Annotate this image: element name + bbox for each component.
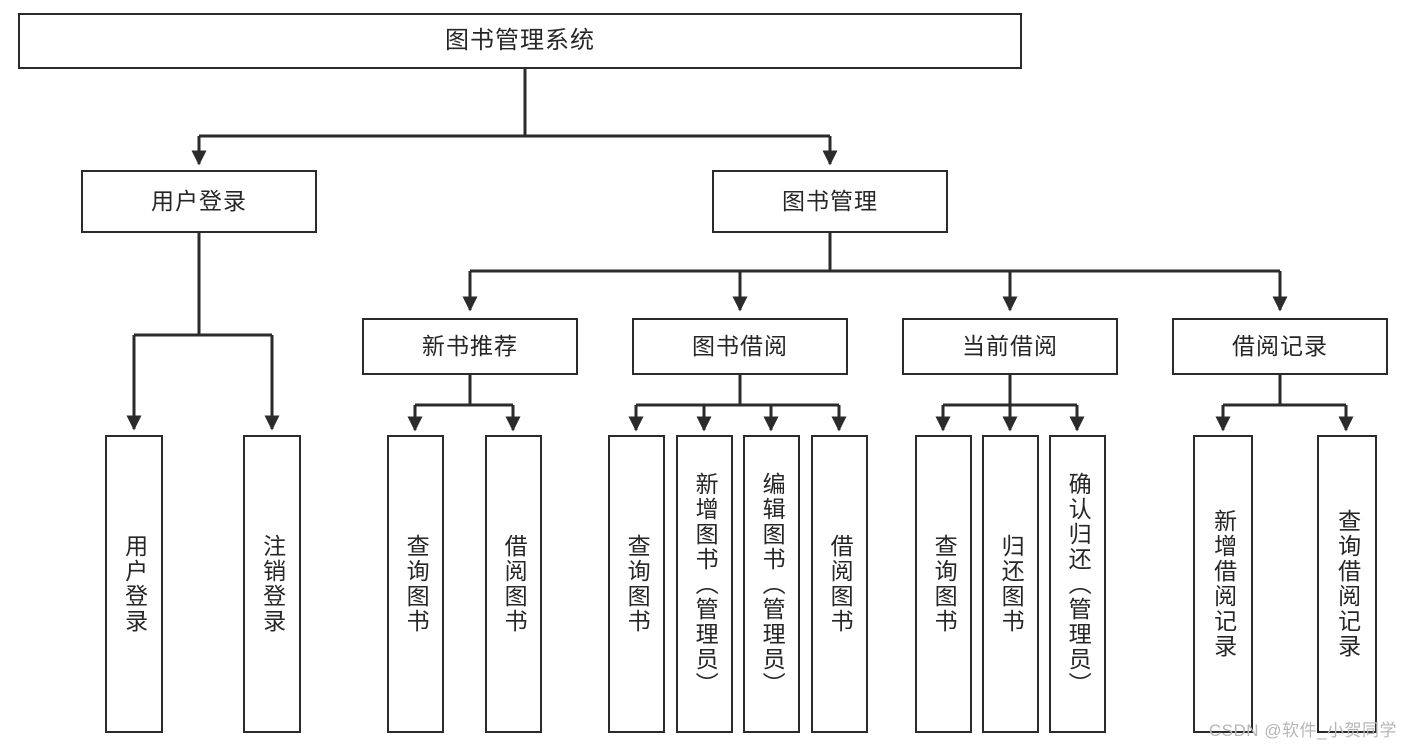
node-leaf-edit-book-admin[interactable]: 编辑图书（管理员） — [743, 435, 800, 733]
node-leaf-query-book-current[interactable]: 查询图书 — [915, 435, 972, 733]
node-label: 查询图书 — [624, 534, 651, 634]
node-book-borrow[interactable]: 图书借阅 — [632, 318, 848, 375]
node-label: 借阅记录 — [1232, 332, 1328, 359]
node-label: 查询图书 — [403, 534, 430, 634]
connector-bookborrow-to-leaves — [628, 375, 847, 432]
node-borrow-record[interactable]: 借阅记录 — [1172, 318, 1388, 375]
node-leaf-query-borrow-record[interactable]: 查询借阅记录 — [1317, 435, 1377, 733]
node-label: 图书管理系统 — [445, 26, 595, 54]
connector-root-to-level2 — [191, 69, 838, 166]
node-leaf-borrow-book-recommend[interactable]: 借阅图书 — [485, 435, 542, 733]
node-root-book-management-system[interactable]: 图书管理系统 — [18, 13, 1022, 69]
node-leaf-add-book-admin[interactable]: 新增图书（管理员） — [676, 435, 733, 733]
node-leaf-confirm-return-admin[interactable]: 确认归还（管理员） — [1049, 435, 1106, 733]
node-label: 查询图书 — [931, 534, 958, 634]
node-label: 借阅图书 — [501, 534, 528, 634]
node-label: 图书借阅 — [692, 332, 788, 359]
node-leaf-return-book[interactable]: 归还图书 — [982, 435, 1039, 733]
node-leaf-logout-login[interactable]: 注销登录 — [243, 435, 301, 733]
node-label: 用户登录 — [151, 187, 247, 214]
connector-userlogin-to-leaves — [126, 233, 280, 431]
connector-bookmanagement-to-level3 — [462, 233, 1288, 312]
node-leaf-query-book-borrow[interactable]: 查询图书 — [608, 435, 665, 733]
connector-currentborrow-to-leaves — [935, 375, 1085, 432]
node-book-management[interactable]: 图书管理 — [712, 170, 948, 233]
node-label: 借阅图书 — [827, 534, 854, 634]
node-current-borrow[interactable]: 当前借阅 — [902, 318, 1118, 375]
node-leaf-query-book-recommend[interactable]: 查询图书 — [387, 435, 444, 733]
node-leaf-add-borrow-record[interactable]: 新增借阅记录 — [1193, 435, 1253, 733]
node-label: 图书管理 — [782, 187, 878, 214]
node-leaf-borrow-book[interactable]: 借阅图书 — [811, 435, 868, 733]
node-leaf-user-login[interactable]: 用户登录 — [105, 435, 163, 733]
node-user-login[interactable]: 用户登录 — [81, 170, 317, 233]
node-label: 注销登录 — [259, 534, 286, 634]
node-new-book-recommend[interactable]: 新书推荐 — [362, 318, 578, 375]
node-label: 当前借阅 — [962, 332, 1058, 359]
node-label: 新增图书（管理员） — [692, 471, 719, 697]
node-label: 归还图书 — [998, 534, 1025, 634]
node-label: 新增借阅记录 — [1210, 509, 1237, 659]
connector-borrowrecord-to-leaves — [1215, 375, 1354, 432]
connector-newbook-to-leaves — [407, 375, 521, 432]
node-label: 编辑图书（管理员） — [759, 471, 786, 697]
node-label: 查询借阅记录 — [1334, 509, 1361, 659]
node-label: 用户登录 — [121, 534, 148, 634]
node-label: 确认归还（管理员） — [1065, 471, 1092, 697]
node-label: 新书推荐 — [422, 332, 518, 359]
